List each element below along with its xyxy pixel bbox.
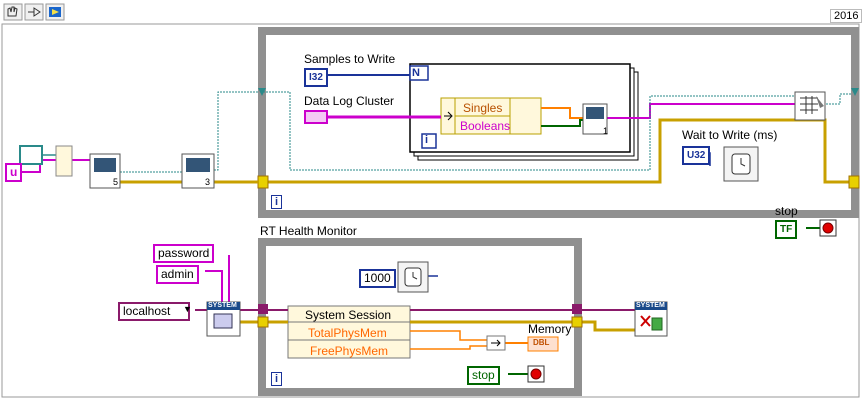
version-label: 2016 (830, 9, 862, 23)
while-loop-2-iteration: i (271, 372, 283, 386)
write-node-count: 1 (603, 126, 609, 136)
wait-to-write-label: Wait to Write (ms) (682, 128, 778, 142)
open-node-count-5: 5 (113, 177, 119, 187)
data-log-cluster-label: Data Log Cluster (304, 94, 395, 108)
close-system-label: SYSTEM (636, 302, 665, 309)
bundle-field-booleans: Booleans (460, 119, 511, 133)
stop-terminal[interactable]: TF (775, 220, 798, 239)
rt-health-monitor-label: RT Health Monitor (260, 224, 357, 238)
memory-label: Memory (528, 322, 572, 336)
memory-indicator (527, 336, 559, 352)
stop-2-terminal[interactable]: stop (467, 366, 500, 385)
for-count-terminal (409, 65, 429, 81)
samples-to-write-label: Samples to Write (304, 52, 396, 66)
bundle-field-singles: Singles (463, 101, 503, 115)
path-const (19, 145, 43, 165)
data-log-cluster-terminal[interactable] (304, 110, 328, 124)
property-class-label: System Session (305, 308, 392, 322)
property-free-phys-mem: FreePhysMem (310, 344, 389, 358)
property-node (287, 305, 411, 359)
samples-to-write-terminal[interactable]: I32 (304, 68, 328, 87)
open-system-label: SYSTEM (208, 302, 237, 309)
for-loop-iteration: i (425, 134, 429, 146)
stop-label: stop (775, 204, 798, 218)
localhost-dropdown-icon[interactable]: ▼ (183, 304, 192, 314)
password-const[interactable]: password (153, 244, 215, 263)
build-path-node (55, 145, 73, 177)
property-total-phys-mem: TotalPhysMem (308, 326, 387, 340)
memory-indicator-type: DBL (533, 338, 550, 347)
localhost-const[interactable]: localhost (118, 302, 191, 321)
open-node-count-3: 3 (205, 177, 211, 187)
while-loop-1-iteration: i (271, 195, 283, 209)
for-loop-count: N (412, 67, 420, 79)
hand-tool-icon (3, 3, 23, 21)
wait-to-write-terminal[interactable]: U32 (682, 146, 711, 165)
admin-const[interactable]: admin (156, 265, 199, 284)
wait-1000-const[interactable]: 1000 (359, 269, 396, 288)
u-const[interactable]: u (5, 163, 23, 182)
